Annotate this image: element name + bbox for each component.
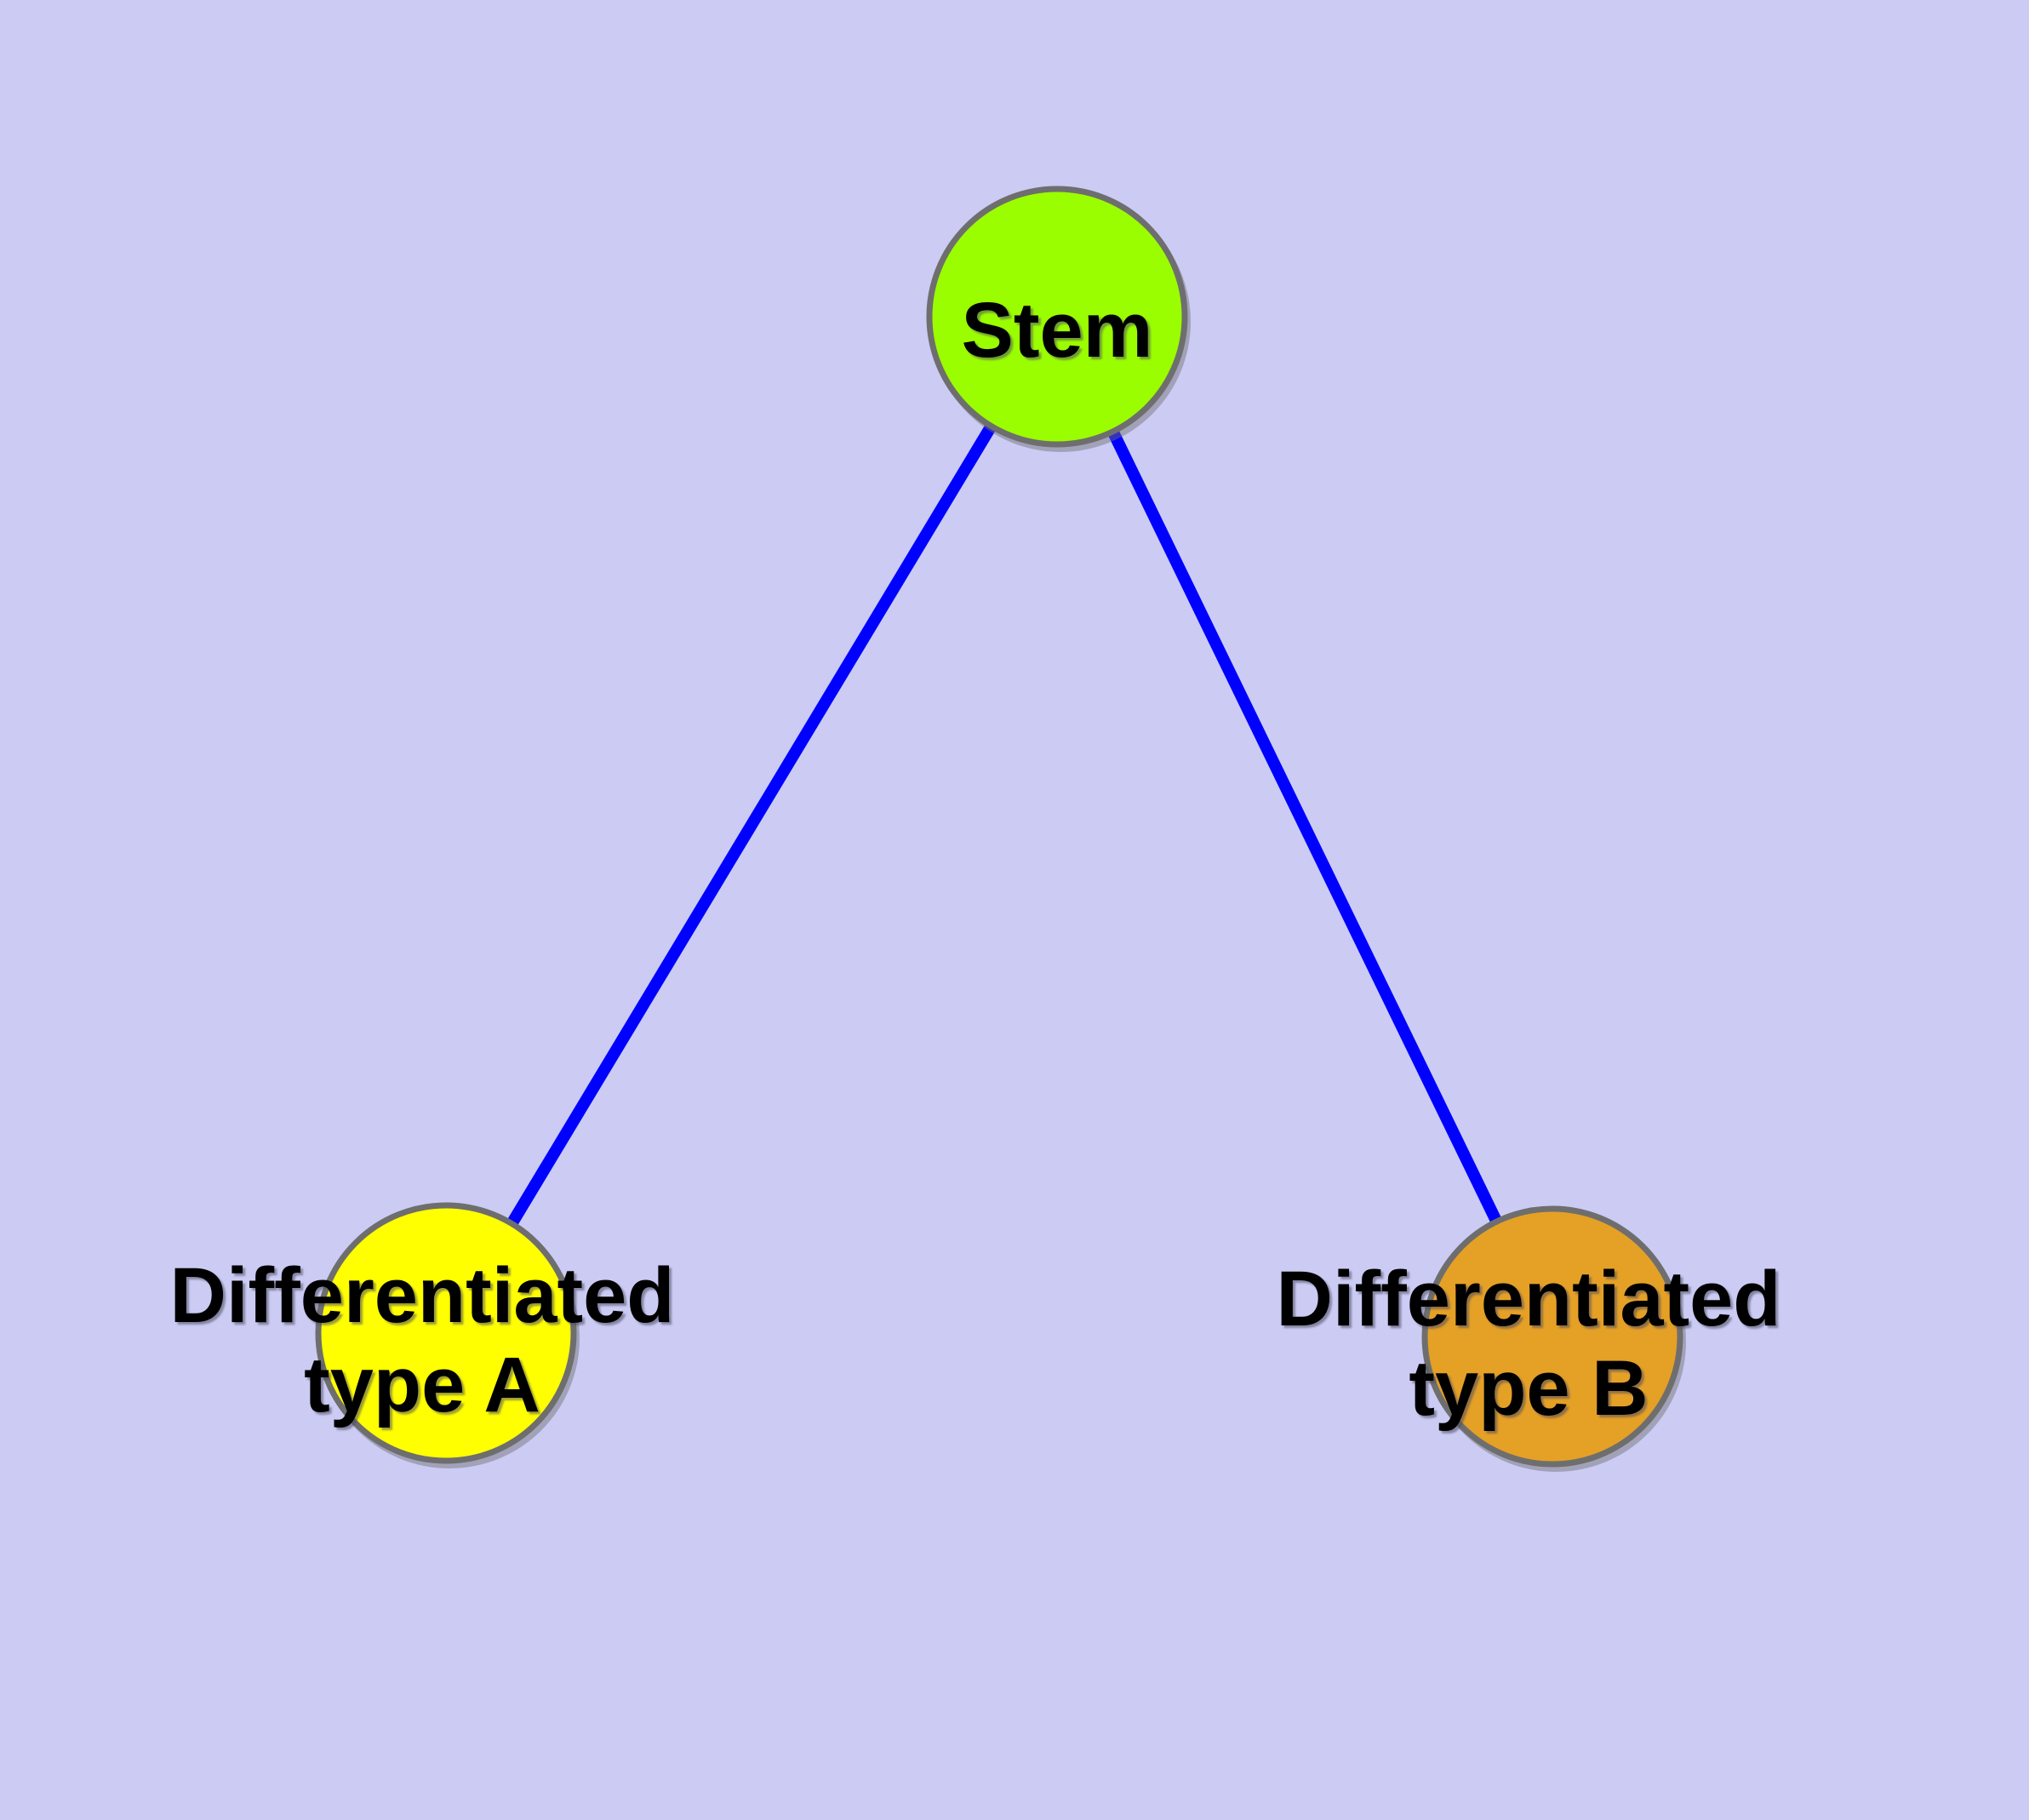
node-type-a: Differentiated type A [170, 1202, 675, 1468]
node-type-b-circle [1421, 1205, 1683, 1468]
node-stem-label: Stem [962, 287, 1153, 374]
node-type-a-label-line1: Differentiated [170, 1252, 675, 1339]
node-type-b: Differentiated type B [1277, 1205, 1781, 1472]
node-stem: Stem [926, 186, 1191, 452]
edge-stem-to-type-b [1051, 313, 1558, 1340]
node-stem-circle [926, 186, 1188, 448]
node-type-b-label-line1: Differentiated [1277, 1256, 1781, 1342]
node-type-a-label-line2: type A [304, 1342, 540, 1428]
node-type-b-label-line2: type B [1409, 1345, 1648, 1432]
edge-layer [441, 313, 1558, 1340]
node-type-a-circle [315, 1202, 577, 1464]
edge-stem-to-type-a [441, 313, 1062, 1336]
